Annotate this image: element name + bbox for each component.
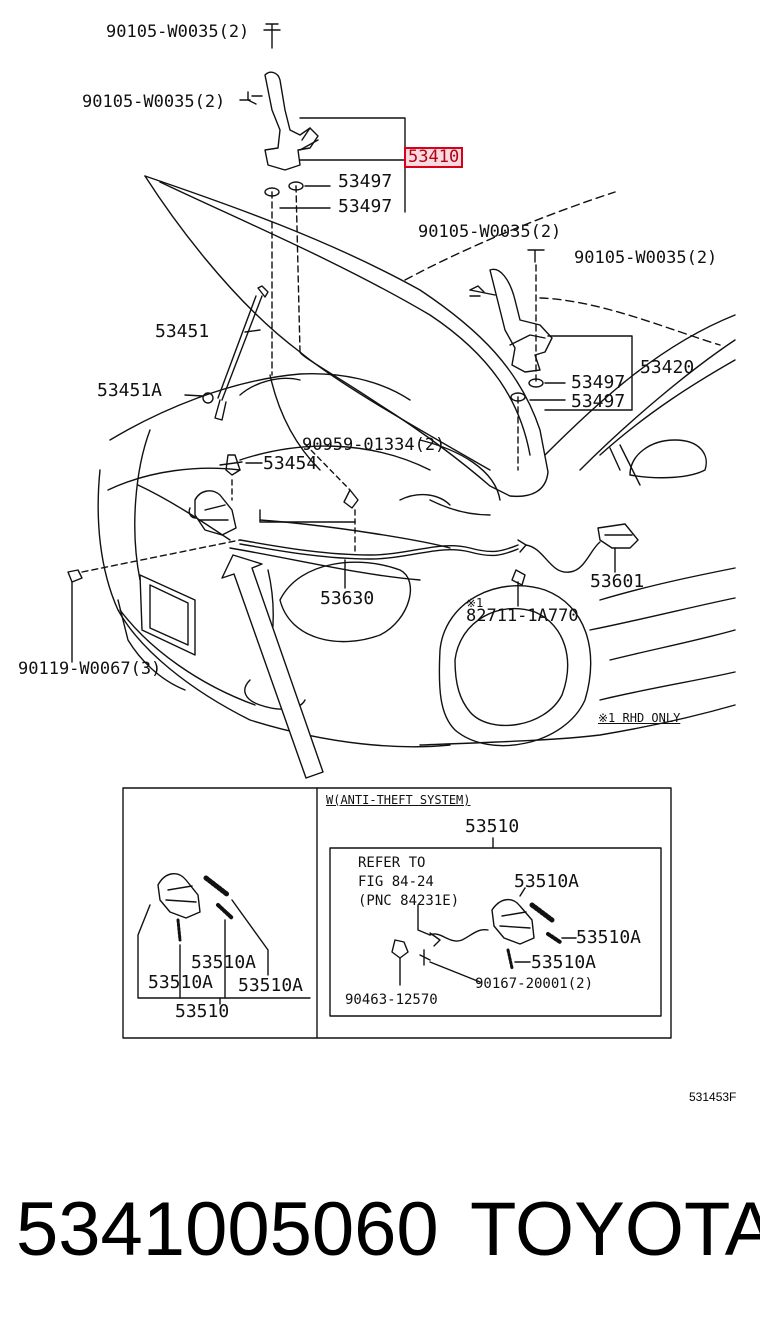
label-clip[interactable]: 90959-01334(2) <box>302 435 446 455</box>
inset-label-right-main[interactable]: 53510 <box>465 816 520 837</box>
inset-label-right-spring-a[interactable]: 53510A <box>514 871 580 892</box>
label-hinge-left-highlighted[interactable]: 53410 <box>404 147 464 168</box>
label-bumper-bolt[interactable]: 90119-W0067(3) <box>18 659 162 679</box>
car-body <box>97 191 736 748</box>
inset-label-left-spring-c[interactable]: 53510A <box>238 975 304 996</box>
inset-refer-line2: FIG 84-24 <box>358 874 434 890</box>
release-cable-drawing <box>67 523 639 663</box>
label-hinge-bolt-left[interactable]: 90105-W0035(2) <box>82 92 226 112</box>
inset-refer-line3: (PNC 84231E) <box>358 893 460 909</box>
label-cushion-left-a[interactable]: 53497 <box>338 171 393 192</box>
label-hinge-bolt-top[interactable]: 90105-W0035(2) <box>106 22 250 42</box>
hood-support-drawing <box>184 285 269 421</box>
label-release-lever[interactable]: 53601 <box>590 571 645 592</box>
hood-panel <box>144 175 549 498</box>
label-hinge-right[interactable]: 53420 <box>640 357 695 378</box>
inset-refer-line1: REFER TO <box>358 855 426 871</box>
inset-label-left-spring-a[interactable]: 53510A <box>191 952 257 973</box>
label-rhd-note: ※1 RHD ONLY <box>598 711 681 725</box>
label-lock-bracket[interactable]: 53454 <box>263 453 318 474</box>
inset-left-lock <box>137 873 311 1005</box>
inset-label-left-main[interactable]: 53510 <box>175 1001 230 1022</box>
footer-part-number: 5341005060 <box>16 1187 439 1272</box>
inset-frame <box>122 787 672 1039</box>
label-support-grommet[interactable]: 53451A <box>97 380 163 401</box>
inset-label-right-screw[interactable]: 90167-20001(2) <box>475 976 594 992</box>
label-switch[interactable]: 82711-1A770 <box>466 606 579 626</box>
inset-right-lock <box>391 887 577 986</box>
inset-label-right-spring-c[interactable]: 53510A <box>531 952 597 973</box>
label-switch-mark: ※1 <box>466 596 484 610</box>
inset-label-left-spring-b[interactable]: 53510A <box>148 972 214 993</box>
label-cushion-right-b[interactable]: 53497 <box>571 391 626 412</box>
label-release-cable[interactable]: 53630 <box>320 588 375 609</box>
label-cushion-left-b[interactable]: 53497 <box>338 196 393 217</box>
footer-brand: TOYOTA <box>470 1187 760 1272</box>
pointer-arrow <box>221 554 324 779</box>
inset-label-right-clamp[interactable]: 90463-12570 <box>345 992 438 1008</box>
inset-anti-theft-title: W(ANTI-THEFT SYSTEM) <box>326 793 471 807</box>
hinge-left-drawing <box>239 23 406 376</box>
hood-lock-drawing <box>188 443 359 553</box>
label-cushion-right-a[interactable]: 53497 <box>571 372 626 393</box>
figure-code: 531453F <box>689 1090 737 1104</box>
label-hinge-bolt-right-b[interactable]: 90105-W0035(2) <box>574 248 718 268</box>
hinge-right-drawing <box>469 249 633 471</box>
inset-label-right-spring-b[interactable]: 53510A <box>576 927 642 948</box>
label-hood-support[interactable]: 53451 <box>155 321 210 342</box>
label-hinge-bolt-right-a[interactable]: 90105-W0035(2) <box>418 222 562 242</box>
